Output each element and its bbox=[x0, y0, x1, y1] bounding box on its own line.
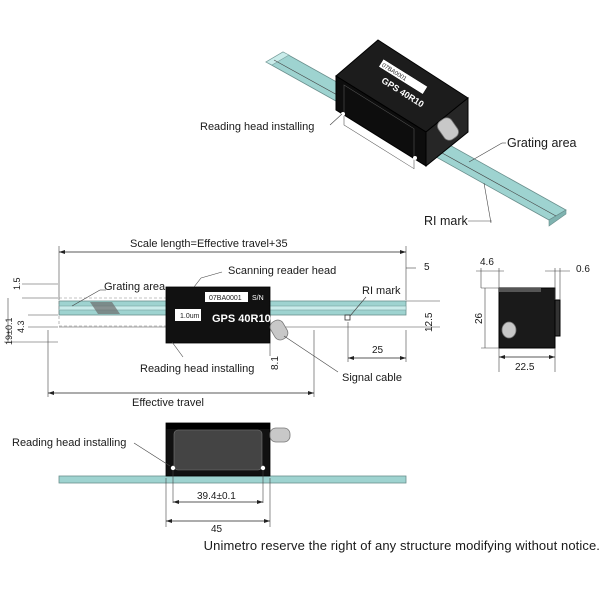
dim-1-5: 1.5 bbox=[12, 277, 22, 290]
top-view-grating-area-label: Grating area bbox=[104, 281, 166, 293]
side-view-cable bbox=[501, 321, 517, 339]
front-view-screw-hole bbox=[170, 465, 176, 471]
front-view-head-recess bbox=[173, 429, 263, 471]
dim-25: 25 bbox=[372, 345, 384, 356]
top-view-serial-label: S/N bbox=[252, 295, 264, 302]
dim-4-3: 4.3 bbox=[16, 320, 26, 333]
front-view: Reading head installing 39.4±0.1 45 bbox=[12, 422, 407, 535]
grating-hatch bbox=[90, 302, 120, 314]
ri-mark-square bbox=[344, 314, 351, 321]
top-view-head-model: GPS 40R10 bbox=[212, 313, 271, 325]
top-view-serial-plate bbox=[205, 292, 248, 302]
perspective-view: 07BA0001 GPS 40R10 Reading head installi… bbox=[200, 39, 577, 228]
scale-length-dimension: Scale length=Effective travel+35 bbox=[130, 238, 288, 250]
top-view-resolution-plate bbox=[175, 309, 201, 321]
dim-8-1: 8.1 bbox=[270, 356, 281, 370]
perspective-reading-head-installing-label: Reading head installing bbox=[200, 121, 314, 133]
dim-22-5: 22.5 bbox=[515, 362, 535, 373]
dim-26: 26 bbox=[474, 312, 485, 324]
side-view: 4.6 0.6 26 22.5 bbox=[474, 257, 590, 373]
top-view-signal-cable bbox=[269, 319, 289, 341]
dim-19: 19±0.1 bbox=[4, 318, 14, 345]
top-view-resolution: 1.0um bbox=[180, 313, 200, 320]
top-view-serial-value: 07BA0001 bbox=[209, 295, 242, 302]
dim-12-5: 12.5 bbox=[424, 312, 435, 332]
dim-45: 45 bbox=[211, 524, 223, 535]
effective-travel-dimension: Effective travel bbox=[132, 397, 204, 409]
side-view-head-top-rib bbox=[499, 288, 541, 292]
top-view-ri-mark-label: RI mark bbox=[362, 285, 401, 297]
perspective-scale-rail-top bbox=[265, 51, 290, 66]
perspective-screw-hole bbox=[413, 156, 417, 160]
footer-notice: Unimetro reserve the right of any struct… bbox=[203, 538, 600, 553]
front-view-rail bbox=[58, 475, 407, 484]
side-view-head-body bbox=[498, 287, 556, 349]
top-view-reading-head-installing-label: Reading head installing bbox=[140, 363, 254, 375]
perspective-scale-rail-side bbox=[548, 209, 567, 227]
perspective-ri-mark-label: RI mark bbox=[424, 214, 469, 228]
dim-4-6: 4.6 bbox=[480, 257, 494, 268]
perspective-signal-cable bbox=[437, 117, 459, 141]
front-view-head-bottom-band bbox=[166, 423, 270, 429]
front-view-reading-head-installing-label: Reading head installing bbox=[12, 437, 126, 449]
top-view: Scale length=Effective travel+35 5 07BA0… bbox=[4, 238, 440, 409]
front-view-screw-hole bbox=[260, 465, 266, 471]
perspective-front-recess bbox=[343, 84, 415, 170]
dim-39-4: 39.4±0.1 bbox=[197, 491, 236, 502]
dim-5: 5 bbox=[424, 262, 430, 273]
scanning-reader-head-label: Scanning reader head bbox=[228, 265, 336, 277]
perspective-screw-hole bbox=[341, 112, 345, 116]
side-view-head-flange bbox=[554, 299, 561, 337]
signal-cable-label: Signal cable bbox=[342, 372, 402, 384]
front-view-signal-cable bbox=[269, 427, 291, 443]
perspective-grating-area-label: Grating area bbox=[507, 136, 577, 150]
dim-0-6: 0.6 bbox=[576, 264, 590, 275]
